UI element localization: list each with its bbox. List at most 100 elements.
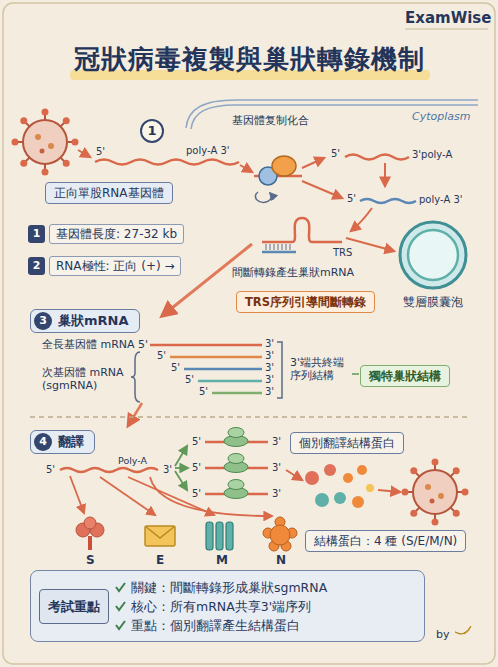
text-label: 全長基因體 mRNA 5' [42, 338, 148, 351]
arrow [150, 477, 272, 516]
fact-item: 2RNA極性: 正向 (+) → [28, 256, 181, 276]
genome-label-box: 正向單股RNA基因體 [45, 182, 173, 204]
trs-loop [266, 244, 290, 250]
ribosome [224, 428, 248, 447]
text-label: 5' [347, 193, 356, 205]
node-text: 1 [142, 121, 162, 141]
mrna-lines [150, 344, 262, 347]
arrow [100, 477, 155, 515]
text-label: 3' [272, 436, 281, 448]
section-heading: 4翻譯 [30, 430, 95, 454]
arrow [175, 446, 187, 466]
check-mark [116, 621, 125, 629]
text-label: Poly-A [118, 455, 147, 466]
mrna-lines [198, 380, 262, 383]
panel-heading: 考試重點 [39, 589, 109, 624]
protein-cluster [357, 465, 367, 475]
ribosome [224, 480, 248, 499]
trs-loop [266, 244, 267, 250]
text-label: 5' [171, 362, 180, 374]
arrow [346, 238, 394, 251]
text-label: 5' [199, 386, 208, 398]
text-label: 5' [192, 462, 201, 474]
frame [3, 3, 495, 664]
text-label: E [156, 553, 164, 567]
protein-cluster [305, 471, 319, 485]
text-label: ExamWise [405, 9, 491, 27]
bracket [277, 342, 282, 398]
node-text: TRS序列引導間斷轉錄 [245, 294, 366, 310]
highlight-box: 獨特巢狀結構 [360, 365, 450, 387]
separator [30, 416, 470, 418]
node-text: 3 [34, 312, 52, 330]
trs-loop [262, 218, 342, 252]
mrna-lines [170, 356, 262, 359]
protein-cluster [352, 496, 364, 508]
virus-icon [12, 109, 79, 176]
arrow [78, 150, 90, 157]
node-text: 正向單股RNA基因體 [54, 185, 164, 201]
spike-protein [88, 536, 92, 550]
text-label: M [216, 553, 228, 567]
vesicle-outline [392, 218, 474, 292]
protein-cluster [343, 473, 353, 483]
text-label: poly-A 3' [419, 194, 463, 206]
protein-cluster [315, 493, 329, 507]
text-label: 3' [163, 464, 172, 476]
highlight-box: TRS序列引導間斷轉錄 [236, 291, 375, 313]
diagram-title: 冠狀病毒複製與巢狀轉錄機制 [0, 42, 498, 77]
protein-cluster [366, 484, 374, 492]
arrow [286, 470, 302, 480]
trs-loop [278, 244, 279, 250]
trs-loop [286, 244, 287, 250]
text-label: poly-A 3' [186, 145, 230, 157]
leader-line [352, 373, 359, 375]
node-text: 關鍵：間斷轉錄形成巢狀sgmRNA [131, 578, 424, 597]
text-label: 5' [96, 146, 105, 158]
cell-membrane [186, 100, 478, 128]
text-label: by [436, 628, 450, 641]
membrane-protein [226, 522, 233, 550]
envelope-protein [145, 526, 175, 546]
membrane-protein [206, 522, 213, 550]
text-label: 5' [185, 374, 194, 386]
text-label: S [86, 553, 95, 567]
arrow [70, 476, 84, 513]
text-label: 5' [46, 464, 55, 476]
trs-loop [274, 244, 275, 250]
text-label: 3'poly-A [412, 149, 452, 161]
text-label: Cytoplasm [412, 110, 470, 123]
arrow [378, 490, 400, 492]
arrow [302, 181, 342, 198]
arrow [175, 467, 188, 469]
node-text: 核心：所有mRNA共享3'端序列 [131, 597, 424, 616]
arrow [175, 446, 188, 490]
brand-rule [405, 29, 488, 30]
trs-loop [290, 244, 291, 250]
text-label: 間斷轉錄產生巢狀mRNA [232, 266, 354, 279]
node-text: 2 [28, 257, 45, 275]
text-label: 3' [272, 462, 281, 474]
text-label: 5' [192, 488, 201, 500]
vesicle-outer [400, 222, 466, 288]
membrane-protein [216, 522, 223, 550]
text-label: 3' [265, 374, 274, 386]
callout-number: 1 [140, 119, 164, 143]
arrow [351, 208, 372, 231]
protein-cluster [324, 464, 336, 476]
membrane-protein [206, 522, 233, 550]
note-box: 個別翻譯結構蛋白 [290, 432, 404, 454]
arrow [128, 403, 142, 426]
trs-loop [282, 244, 283, 250]
text-label: 3' [272, 488, 281, 500]
section-heading: 3巢狀mRNA [30, 309, 140, 333]
node-text: 1 [28, 225, 45, 243]
replication-complex [272, 156, 296, 176]
vesicle-inner [408, 230, 458, 280]
text-label: 次基因體 mRNA (sgmRNA) [42, 366, 128, 392]
node-text: 重點：個別翻譯產生結構蛋白 [131, 616, 424, 635]
text-label: 3' [265, 362, 274, 374]
node-text: 翻譯 [58, 433, 84, 451]
rna-strand [360, 199, 416, 203]
